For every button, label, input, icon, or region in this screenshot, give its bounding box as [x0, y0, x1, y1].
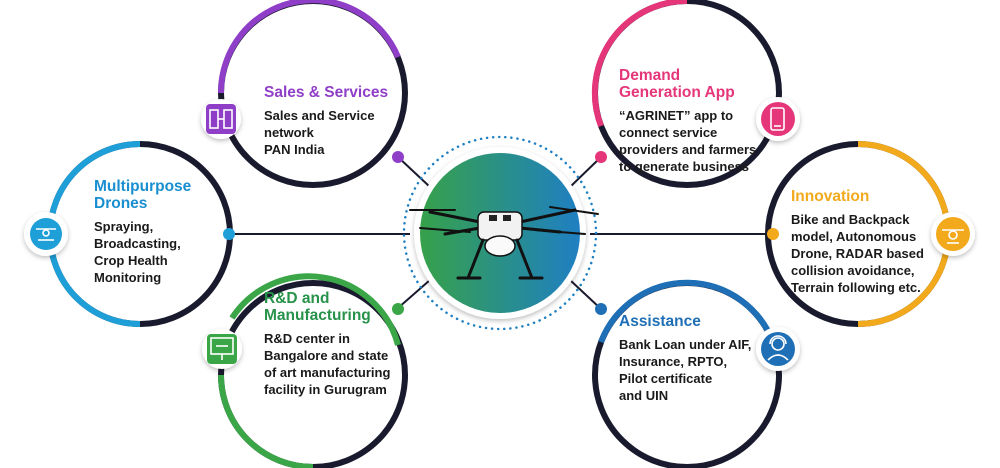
icon-badges [24, 97, 975, 371]
connector-lines [229, 156, 773, 310]
card-sales-body: Sales and Service network PAN India [264, 108, 375, 157]
support-agent-icon [767, 335, 789, 361]
card-rnd-body: R&D center in Bangalore and state of art… [264, 331, 391, 397]
agri-drone-image [409, 206, 599, 280]
card-multipurpose-title: Multipurpose Drones [94, 178, 192, 212]
card-sales: Sales & Services Sales and Service netwo… [264, 84, 404, 158]
card-demand: Demand Generation App “AGRINET” app to c… [619, 67, 769, 175]
ring-demand [591, 0, 782, 188]
mobile-app-icon [770, 107, 785, 131]
card-rnd-title: R&D and Manufacturing [264, 290, 371, 324]
card-assistance-title: Assistance [619, 313, 701, 330]
card-sales-title: Sales & Services [264, 84, 389, 101]
ring-rnd [218, 273, 408, 468]
card-demand-title: Demand Generation App [619, 67, 735, 101]
connector-dots [223, 151, 779, 315]
ring-assistance [592, 279, 782, 468]
card-innovation: Innovation Bike and Backpack model, Auto… [791, 188, 941, 296]
card-multipurpose-body: Spraying, Broadcasting, Crop Health Moni… [94, 219, 181, 285]
ring-sales [217, 0, 408, 188]
card-demand-body: “AGRINET” app to connect service provide… [619, 108, 757, 174]
drone-icon [942, 229, 964, 244]
card-assistance: Assistance Bank Loan under AIF, Insuranc… [619, 313, 769, 404]
card-assistance-body: Bank Loan under AIF, Insurance, RPTO, Pi… [619, 337, 752, 403]
building-network-icon [209, 109, 233, 129]
blueprint-drone-icon [210, 337, 234, 360]
card-innovation-body: Bike and Backpack model, Autonomous Dron… [791, 212, 924, 295]
card-multipurpose: Multipurpose Drones Spraying, Broadcasti… [94, 178, 224, 286]
drone-group-icon [36, 228, 56, 241]
card-innovation-title: Innovation [791, 188, 870, 205]
card-rnd: R&D and Manufacturing R&D center in Bang… [264, 290, 414, 398]
